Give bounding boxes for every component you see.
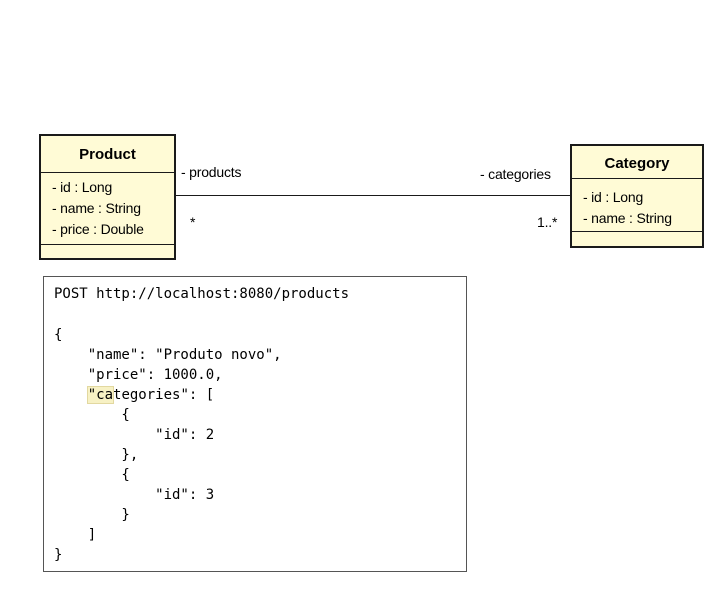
category-class-name: Category <box>572 146 702 179</box>
text-selection-highlight: "ca <box>86 386 115 404</box>
multiplicity-products: * <box>190 214 196 230</box>
product-attributes: - id : Long - name : String - price : Do… <box>41 173 174 245</box>
association-line <box>176 195 570 196</box>
role-categories-label: - categories <box>480 166 551 182</box>
product-attr-name: - name : String <box>52 200 141 216</box>
role-products-label: - products <box>181 164 242 180</box>
category-attr-id: - id : Long <box>583 189 644 205</box>
code-line: } <box>54 547 63 563</box>
code-line: { <box>54 327 63 343</box>
code-line: { <box>54 467 130 483</box>
category-attr-name: - name : String <box>583 210 672 226</box>
code-line: "name": "Produto novo", <box>54 347 282 363</box>
code-line: } <box>54 507 130 523</box>
code-line: "id": 2 <box>54 427 215 443</box>
code-line: ] <box>54 527 97 543</box>
code-line-categories: "categories": [ <box>86 386 215 404</box>
code-line: }, <box>54 447 139 463</box>
category-class-box: Category - id : Long - name : String <box>570 144 704 248</box>
product-attr-price: - price : Double <box>52 221 144 237</box>
product-attr-id: - id : Long <box>52 179 113 195</box>
multiplicity-categories: 1..* <box>537 214 558 230</box>
code-line: { <box>54 407 130 423</box>
product-class-box: Product - id : Long - name : String - pr… <box>39 134 176 260</box>
product-class-name: Product <box>41 136 174 173</box>
code-line: "id": 3 <box>54 487 215 503</box>
category-attributes: - id : Long - name : String <box>572 179 702 232</box>
code-line: "price": 1000.0, <box>54 367 223 383</box>
request-code-box: POST http://localhost:8080/products { "n… <box>43 276 467 572</box>
code-line: POST http://localhost:8080/products <box>54 286 350 302</box>
